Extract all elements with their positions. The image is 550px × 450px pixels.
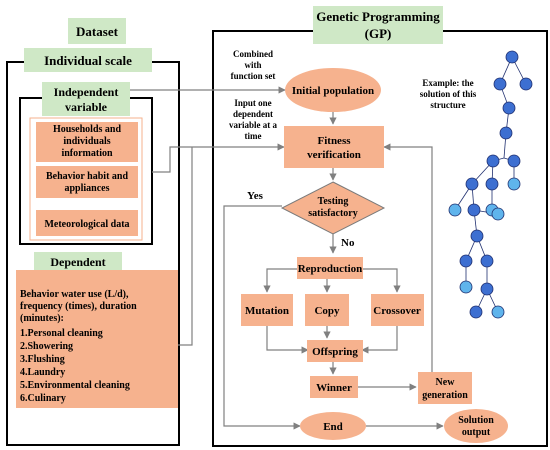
reproduction-label: Reproduction xyxy=(298,263,363,275)
input-note-line2: dependent xyxy=(233,109,273,119)
gp-title-box xyxy=(313,6,443,44)
dataset-title: Dataset xyxy=(76,24,119,39)
testing-satisfactory-line2: satisfactory xyxy=(308,208,357,219)
dependent-item-1: 1.Personal cleaning xyxy=(20,328,103,339)
gp-title-line2: (GP) xyxy=(365,26,392,41)
no-label: No xyxy=(341,237,355,249)
fitness-verification-line1: Fitness xyxy=(318,135,352,147)
input-note-line4: time xyxy=(245,131,262,141)
new-generation-line2: generation xyxy=(422,390,468,401)
input-meteorological-label: Meteorological data xyxy=(44,219,129,230)
solution-output-line1: Solution xyxy=(458,415,494,426)
input-households-line3: information xyxy=(61,148,113,159)
combined-note-line3: function set xyxy=(231,71,276,81)
initial-population-label: Initial population xyxy=(292,85,374,97)
testing-satisfactory-line1: Testing xyxy=(318,196,349,207)
connector-lines xyxy=(130,86,444,430)
crossover-label: Crossover xyxy=(373,305,421,317)
example-note-line3: structure xyxy=(430,100,465,110)
dependent-variable-line1: Dependent xyxy=(50,255,105,269)
fitness-verification-line2: verification xyxy=(307,149,361,161)
copy-label: Copy xyxy=(314,305,340,317)
individual-scale-label: Individual scale xyxy=(44,53,132,68)
testing-satisfactory-node xyxy=(280,181,386,235)
dependent-desc-line3: (minutes): xyxy=(20,313,64,324)
winner-node xyxy=(310,376,358,398)
new-generation-node xyxy=(418,372,472,404)
input-households-line1: Households and xyxy=(53,124,122,135)
dependent-desc-line1: Behavior water use (L/d), xyxy=(20,289,129,300)
dataset-title-box xyxy=(68,18,126,44)
independent-variable-line2: variable xyxy=(65,100,108,114)
offspring-label: Offspring xyxy=(312,346,358,358)
individual-scale-box xyxy=(24,48,152,72)
copy-node xyxy=(305,294,349,326)
fitness-verification-node xyxy=(284,126,384,168)
combined-note-line1: Combined xyxy=(233,49,273,59)
input-note-line1: Input one xyxy=(234,98,271,108)
tree-node xyxy=(459,50,533,319)
independent-variable-box xyxy=(42,82,130,116)
input-meteorological-box xyxy=(36,210,138,236)
reproduction-node xyxy=(297,257,363,279)
end-label: End xyxy=(323,421,343,433)
input-behavior-line2: appliances xyxy=(64,183,109,194)
gp-title-line1: Genetic Programming xyxy=(316,9,440,24)
dependent-item-4: 4.Laundry xyxy=(20,367,65,378)
example-note-line1: Example: the xyxy=(422,78,473,88)
dependent-item-6: 6.Culinary xyxy=(20,393,66,404)
offspring-node xyxy=(307,340,363,362)
end-node xyxy=(300,412,366,440)
new-generation-line1: New xyxy=(436,377,456,388)
input-households-line2: individuals xyxy=(63,136,110,147)
mutation-node xyxy=(241,294,293,326)
solution-output-node xyxy=(444,409,508,443)
dependent-item-5: 5.Environmental cleaning xyxy=(20,380,130,391)
dependent-item-2: 2.Showering xyxy=(20,341,73,352)
winner-label: Winner xyxy=(316,382,352,394)
combined-note-line2: with xyxy=(244,60,261,70)
solution-output-line2: output xyxy=(462,427,491,438)
mutation-label: Mutation xyxy=(245,305,289,317)
example-solution-tree xyxy=(448,50,533,319)
input-households-box xyxy=(36,122,138,162)
inputs-group-box xyxy=(29,117,143,241)
dependent-details-box xyxy=(16,270,178,408)
input-note-line3: variable at a xyxy=(229,120,277,130)
dependent-item-3: 3.Flushing xyxy=(20,354,65,365)
yes-label: Yes xyxy=(247,190,264,202)
crossover-node xyxy=(371,294,424,326)
input-behavior-box xyxy=(36,166,138,198)
initial-population-node xyxy=(285,68,381,112)
independent-variable-line1: Independent xyxy=(54,85,119,99)
example-note-line2: solution of this xyxy=(420,89,477,99)
tree-leaf-node xyxy=(448,177,521,319)
input-behavior-line1: Behavior habit and xyxy=(46,171,128,182)
dependent-desc-line2: frequency (times), duration xyxy=(20,301,137,312)
